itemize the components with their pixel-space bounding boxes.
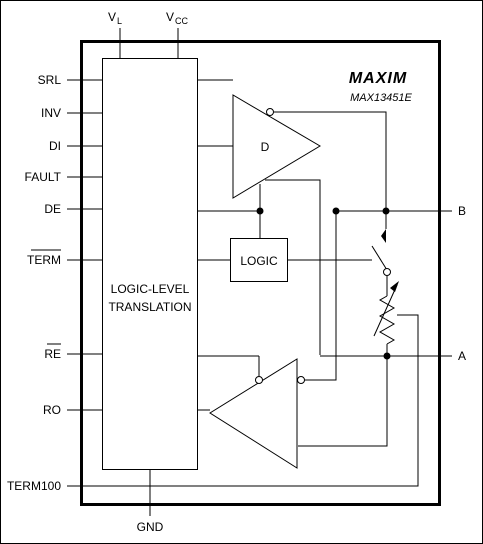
pin-term: TERM (27, 253, 61, 267)
switch-pivot (383, 268, 391, 276)
pin-ro: RO (43, 403, 61, 417)
pin-term100: TERM100 (7, 479, 61, 493)
b-to-receiver-wire (305, 211, 337, 381)
switch-contact-arrow (381, 229, 386, 243)
maxim-logo: MAXIM (349, 70, 407, 87)
vcc-subscript: CC (175, 16, 188, 26)
pin-a: A (458, 349, 466, 363)
receiver-invert-bubble (297, 376, 305, 384)
pin-di: DI (49, 139, 61, 153)
switch-blade (371, 245, 388, 271)
a-to-receiver-wire (298, 356, 388, 447)
translation-label-line2: TRANSLATION (108, 300, 191, 314)
vl-subscript: L (117, 16, 122, 26)
resistor-adjust-arrow-shaft (373, 284, 398, 337)
logic-label: LOGIC (240, 254, 278, 268)
driver-noninverting-output-wire (265, 179, 321, 355)
pin-de: DE (44, 202, 61, 216)
translation-label-line1: LOGIC-LEVEL (111, 282, 190, 296)
pin-re: RE (44, 347, 61, 361)
term100-wire (67, 314, 419, 487)
pin-fault: FAULT (25, 170, 62, 184)
receiver-enable-bubble (255, 376, 263, 384)
vl-label: V (108, 10, 116, 24)
vcc-label: V (166, 10, 174, 24)
driver-invert-bubble (266, 108, 274, 116)
termination-resistor (378, 295, 396, 345)
driver-inverting-output-wire (274, 111, 387, 211)
driver-triangle (232, 94, 321, 199)
pin-srl: SRL (38, 73, 62, 87)
driver-label: D (261, 140, 270, 154)
pin-inv: INV (41, 106, 61, 120)
logic-block (230, 238, 288, 282)
pin-b: B (458, 204, 466, 218)
receiver-triangle (209, 358, 298, 469)
resistor-adjust-arrow-head (390, 281, 399, 292)
translation-block (102, 58, 198, 470)
chip-outline (80, 40, 441, 506)
part-number: MAX13451E (350, 92, 412, 104)
pin-gnd: GND (137, 520, 164, 534)
